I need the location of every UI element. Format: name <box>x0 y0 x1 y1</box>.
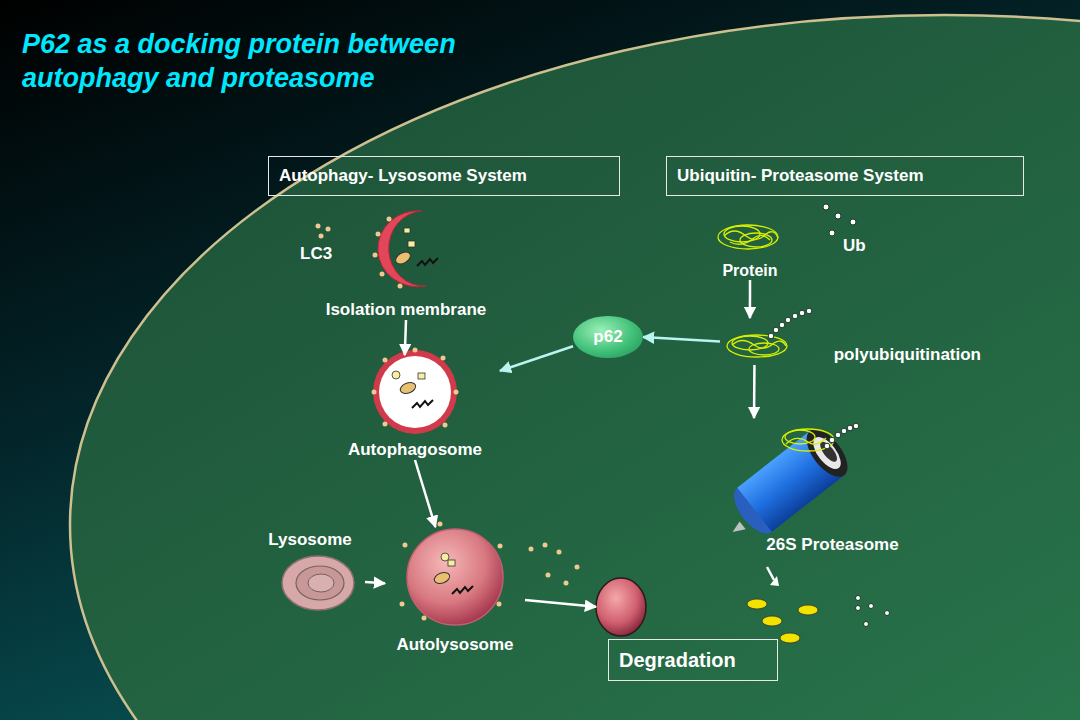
node-text: p62 <box>593 327 622 347</box>
node-text: Autophagy- Lysosome System <box>279 166 527 186</box>
node-text: Isolation membrane <box>326 300 487 320</box>
cell-outline <box>70 15 1080 720</box>
protein: Protein <box>705 218 795 280</box>
isolation-membrane: Isolation membrane <box>300 207 512 320</box>
node-text: Lysosome <box>268 530 351 550</box>
system-box: Autophagy- Lysosome System <box>268 156 620 196</box>
isolation-membrane-drawing <box>373 211 439 289</box>
node-text: Ubiquitin- Proteasome System <box>677 166 924 186</box>
node-text: Degradation <box>619 649 736 672</box>
part-label: Ub <box>843 236 866 256</box>
node-text: 26S Proteasome <box>766 535 898 555</box>
autophagosome: Autophagosome <box>330 355 500 460</box>
proteasome: 26S Proteasome <box>725 418 940 555</box>
flow-arrow <box>753 365 756 418</box>
degradation-frame: Degradation <box>608 639 778 681</box>
polyubiquitinated-protein <box>727 308 812 357</box>
peptide-fragments <box>747 567 890 643</box>
autolysosome-drawing <box>400 522 580 626</box>
degradation-sphere <box>596 578 646 636</box>
lysosome-drawing <box>282 556 354 610</box>
flow-arrow <box>525 600 596 607</box>
p62-ellipse: p62 <box>573 316 643 358</box>
part-label: LC3 <box>300 244 332 264</box>
lc3-dots <box>316 224 331 239</box>
flow-arrow <box>500 346 573 371</box>
autolysosome: Autolysosome <box>385 527 525 655</box>
ubiquitin-dots <box>823 204 856 236</box>
flow-arrow <box>643 337 720 342</box>
diagram-title: P62 as a docking protein between autopha… <box>22 28 602 96</box>
protein-tangle <box>718 225 778 249</box>
degradation-box: Degradation <box>596 578 778 681</box>
node-text: Protein <box>722 262 777 280</box>
flow-arrow <box>749 280 752 318</box>
node-text: Autolysosome <box>396 635 513 655</box>
node-text: Autophagosome <box>348 440 482 460</box>
proteasome-drawing <box>713 422 859 550</box>
flow-arrow <box>415 460 435 527</box>
node-text: polyubiquitination <box>834 345 981 365</box>
system-box: Ubiquitin- Proteasome System <box>666 156 1024 196</box>
polyubiquitinated-protein: polyubiquitination <box>720 318 985 365</box>
flow-arrow <box>365 582 385 583</box>
autophagosome-drawing <box>372 348 459 435</box>
lysosome: Lysosome <box>255 530 365 614</box>
flow-arrow <box>405 320 406 355</box>
